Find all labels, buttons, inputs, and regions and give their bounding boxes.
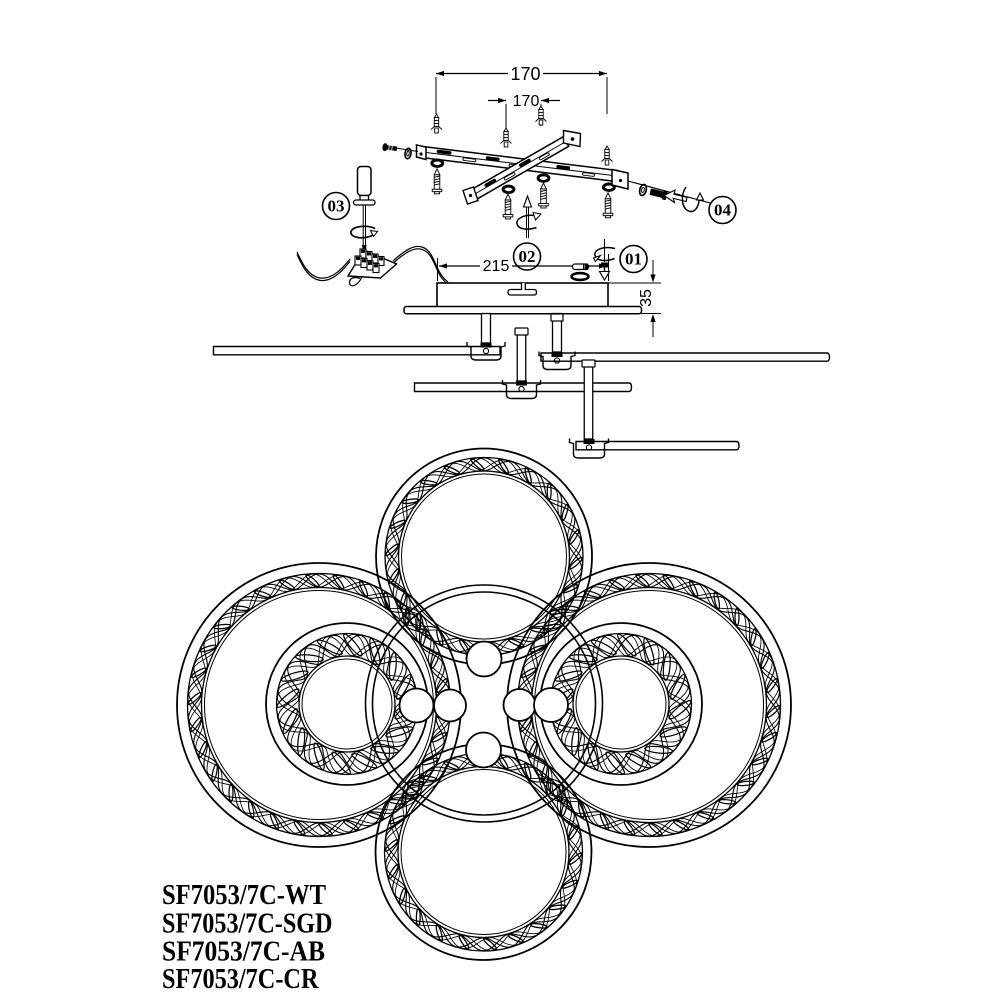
svg-text:02: 02 bbox=[519, 247, 536, 266]
svg-text:03: 03 bbox=[328, 197, 345, 216]
svg-text:215: 215 bbox=[483, 258, 510, 275]
svg-text:SF7053/7C-WT: SF7053/7C-WT bbox=[162, 880, 326, 911]
svg-text:SF7053/7C-CR: SF7053/7C-CR bbox=[162, 964, 319, 995]
svg-text:01: 01 bbox=[625, 250, 642, 269]
svg-text:170: 170 bbox=[510, 64, 540, 84]
svg-text:SF7053/7C-AB: SF7053/7C-AB bbox=[162, 937, 325, 968]
svg-text:04: 04 bbox=[714, 201, 732, 220]
svg-text:SF7053/7C-SGD: SF7053/7C-SGD bbox=[162, 909, 333, 940]
svg-text:35: 35 bbox=[638, 289, 655, 307]
svg-text:170: 170 bbox=[513, 93, 540, 110]
